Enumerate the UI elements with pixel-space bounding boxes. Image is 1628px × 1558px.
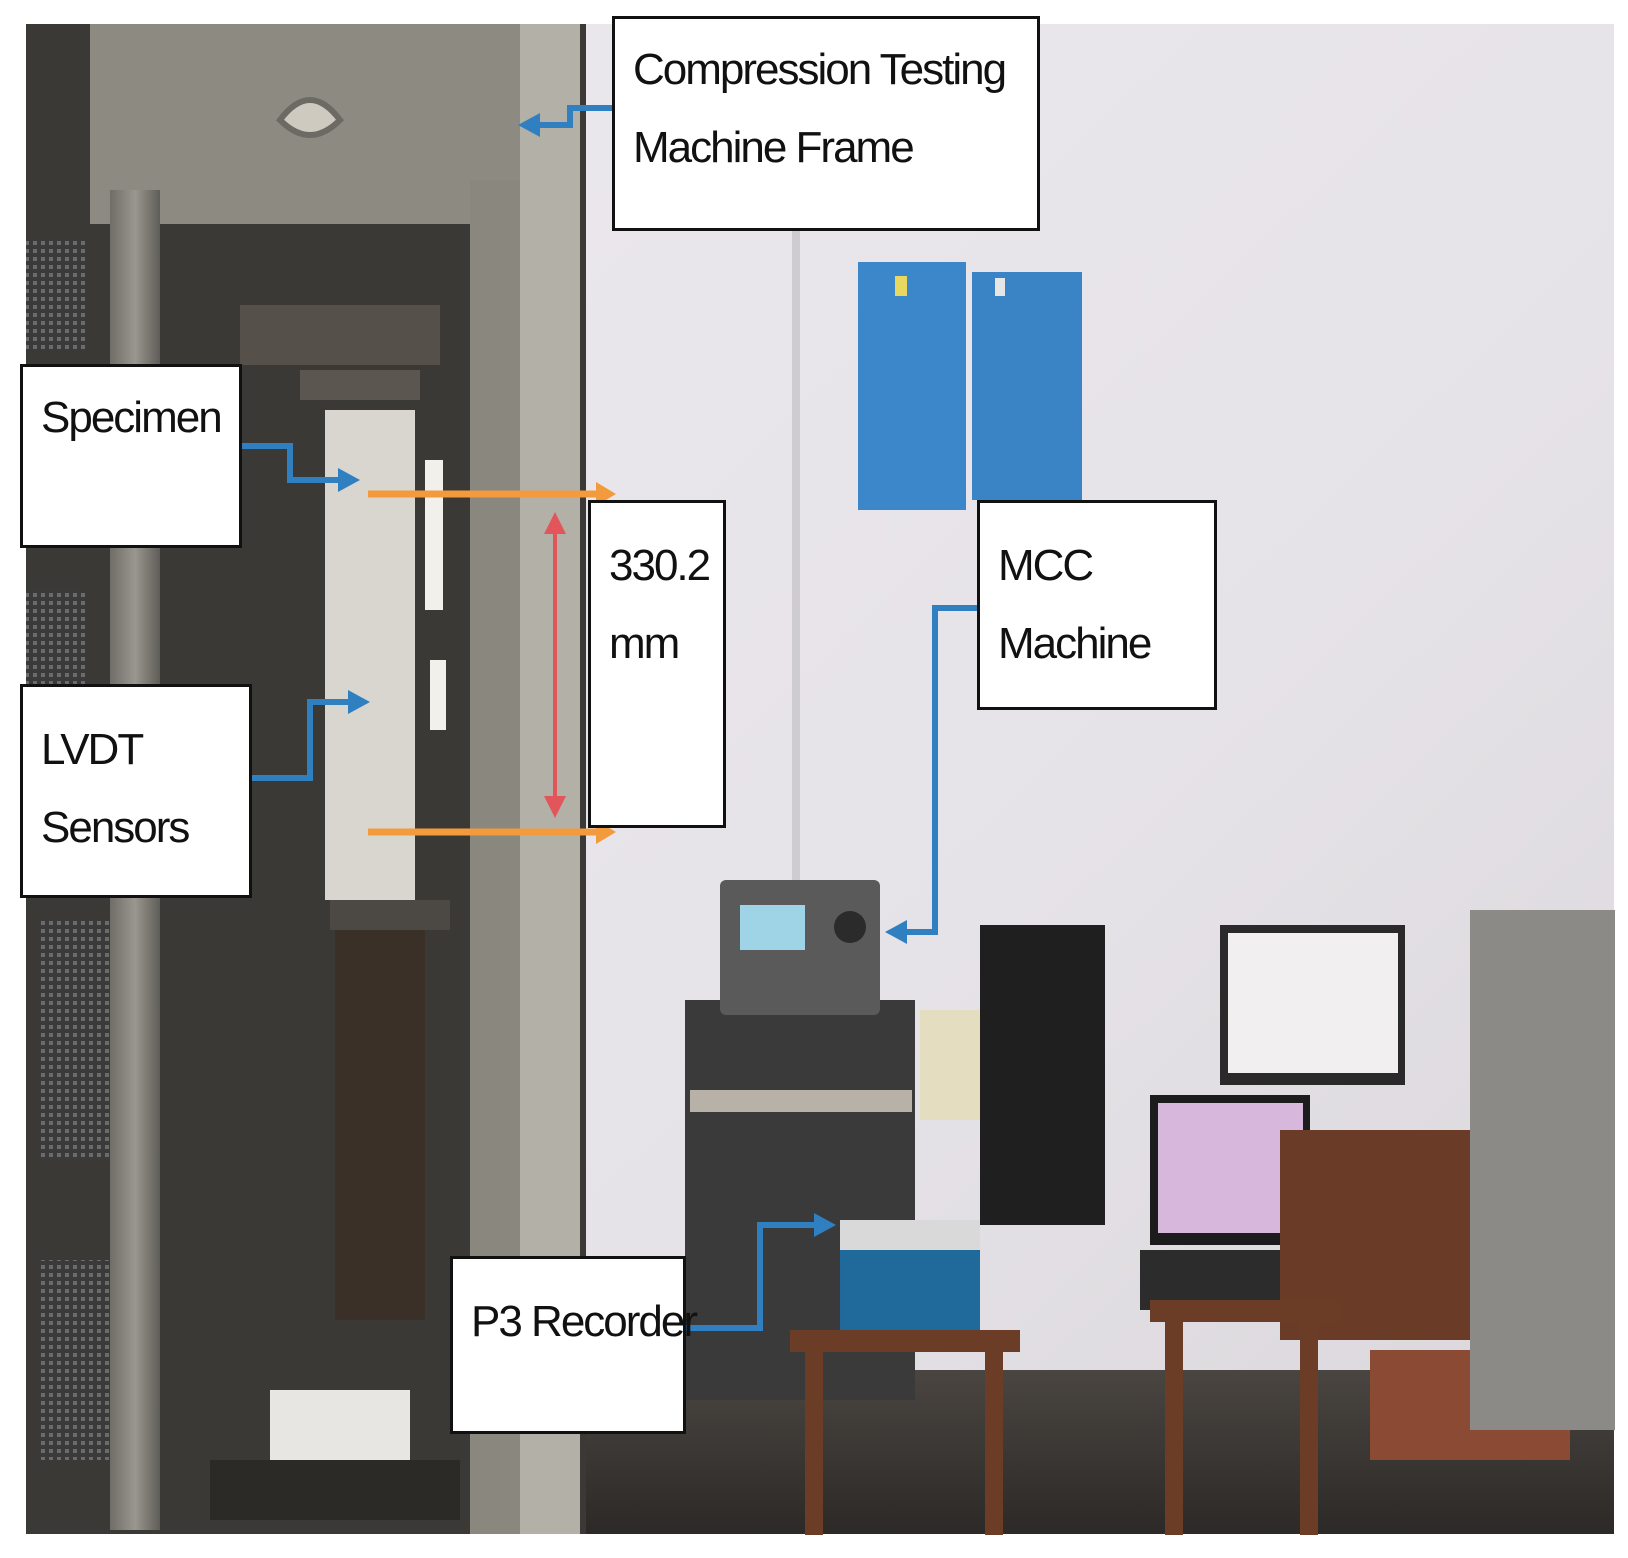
label-p3-recorder-text: P3 Recorder — [471, 1297, 698, 1346]
label-mcc-line1: MCC — [998, 541, 1094, 590]
callout-arrows — [222, 105, 977, 1331]
callout-arrowheads — [338, 113, 907, 1237]
wall-notice — [858, 262, 1082, 510]
label-compression-frame-line2: Machine Frame — [633, 123, 915, 172]
label-mcc-line2: Machine — [998, 619, 1152, 668]
length-lines — [368, 490, 598, 836]
label-length-value: 330.2 — [609, 541, 711, 590]
label-specimen: Specimen — [20, 364, 242, 548]
label-lvdt-sensors: LVDT Sensors — [20, 684, 252, 898]
compression-machine — [26, 24, 586, 1534]
dimension-arrow — [544, 512, 566, 818]
label-lvdt-line1: LVDT — [41, 725, 144, 774]
label-mcc-machine: MCC Machine — [977, 500, 1217, 710]
label-lvdt-line2: Sensors — [41, 803, 190, 852]
label-length: 330.2 mm — [588, 500, 726, 828]
furniture — [790, 910, 1615, 1535]
label-p3-recorder: P3 Recorder — [450, 1256, 698, 1434]
label-compression-frame-line1: Compression Testing — [633, 45, 1007, 94]
label-specimen-text: Specimen — [41, 393, 223, 442]
label-compression-frame: Compression Testing Machine Frame — [612, 16, 1040, 231]
label-length-unit: mm — [609, 619, 680, 668]
computer-setup — [980, 925, 1405, 1310]
p3-recorder-device — [840, 1220, 980, 1330]
